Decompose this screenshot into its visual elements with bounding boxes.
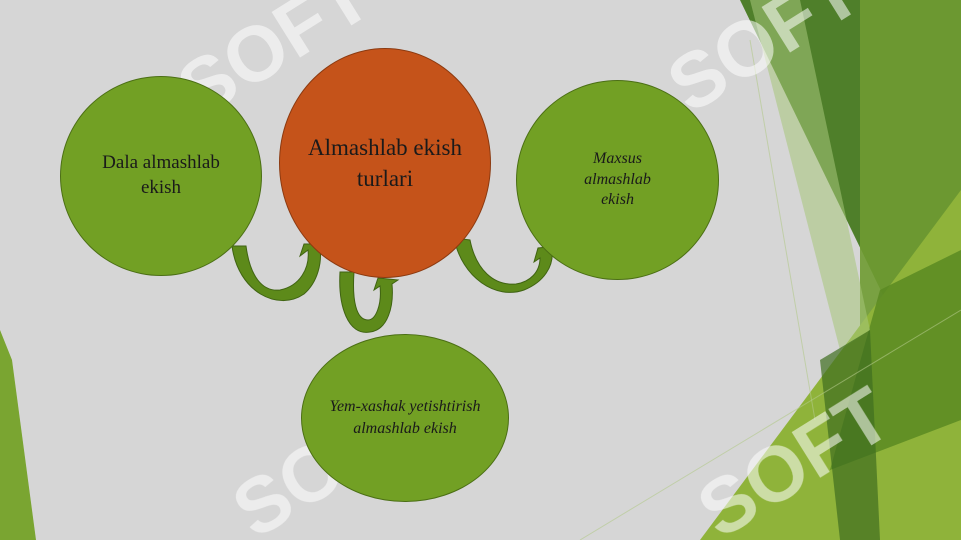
right-thin-line-2 bbox=[749, 39, 816, 421]
node-center-title: Almashlab ekish turlari bbox=[279, 48, 491, 278]
arrow-left bbox=[231, 243, 328, 302]
node-label: Almashlab ekish turlari bbox=[308, 134, 462, 191]
node-maxsus-almashlab: Maxsus almashlab ekish bbox=[516, 80, 719, 280]
node-label: Maxsus almashlab ekish bbox=[584, 149, 651, 209]
right-shadow-strip bbox=[820, 330, 880, 540]
node-dala-almashlab: Dala almashlab ekish bbox=[60, 76, 262, 276]
node-label: Yem-xashak yetishtirish almashlab ekish bbox=[329, 397, 481, 437]
left-edge-shape bbox=[0, 330, 36, 540]
arrow-bottom bbox=[339, 271, 400, 333]
right-pale-strip bbox=[750, 0, 870, 350]
node-yem-xashak: Yem-xashak yetishtirish almashlab ekish bbox=[301, 334, 509, 502]
node-label: Dala almashlab ekish bbox=[102, 152, 220, 198]
connector-arrows bbox=[231, 237, 559, 333]
right-thin-line bbox=[579, 309, 961, 540]
